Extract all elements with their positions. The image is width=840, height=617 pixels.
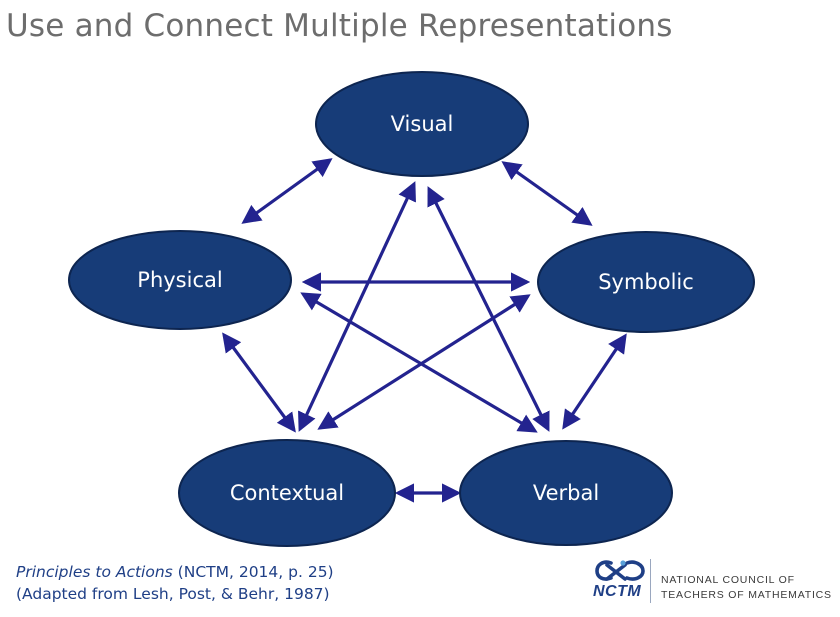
nctm-logo-icon	[595, 560, 645, 581]
node-label-visual: Visual	[391, 112, 454, 136]
citation-source: (NCTM, 2014, p. 25)	[172, 563, 334, 581]
node-label-physical: Physical	[137, 268, 222, 292]
logo-divider	[650, 559, 651, 603]
connection-arrows	[222, 158, 627, 503]
logo-organization-name: NATIONAL COUNCIL OF TEACHERS OF MATHEMAT…	[661, 573, 832, 603]
arrow-symbolic-verbal	[562, 333, 627, 430]
arrow-visual-symbolic	[501, 161, 593, 226]
node-verbal: Verbal	[459, 440, 673, 546]
node-physical: Physical	[68, 230, 292, 330]
node-label-symbolic: Symbolic	[598, 270, 694, 294]
logo-name-line-2: TEACHERS OF MATHEMATICS	[661, 589, 832, 601]
arrow-physical-contextual	[222, 332, 296, 433]
citation-line-2: (Adapted from Lesh, Post, & Behr, 1987)	[16, 585, 330, 603]
page-title: Use and Connect Multiple Representations	[6, 8, 673, 44]
node-contextual: Contextual	[178, 439, 396, 547]
node-visual: Visual	[315, 71, 529, 177]
node-symbolic: Symbolic	[537, 231, 755, 333]
citation: Principles to Actions (NCTM, 2014, p. 25…	[16, 561, 334, 605]
node-label-verbal: Verbal	[533, 481, 599, 505]
citation-book-title: Principles to Actions	[16, 563, 173, 581]
arrow-visual-physical	[241, 158, 333, 224]
logo-acronym: NCTM	[593, 583, 642, 600]
arrow-visual-contextual	[298, 181, 416, 432]
logo-name-line-1: NATIONAL COUNCIL OF	[661, 574, 795, 586]
citation-line-1: Principles to Actions (NCTM, 2014, p. 25…	[16, 561, 334, 583]
nctm-logo: NCTM NATIONAL COUNCIL OF TEACHERS OF MAT…	[593, 557, 833, 607]
node-label-contextual: Contextual	[230, 481, 344, 505]
arrow-visual-verbal	[427, 186, 550, 432]
